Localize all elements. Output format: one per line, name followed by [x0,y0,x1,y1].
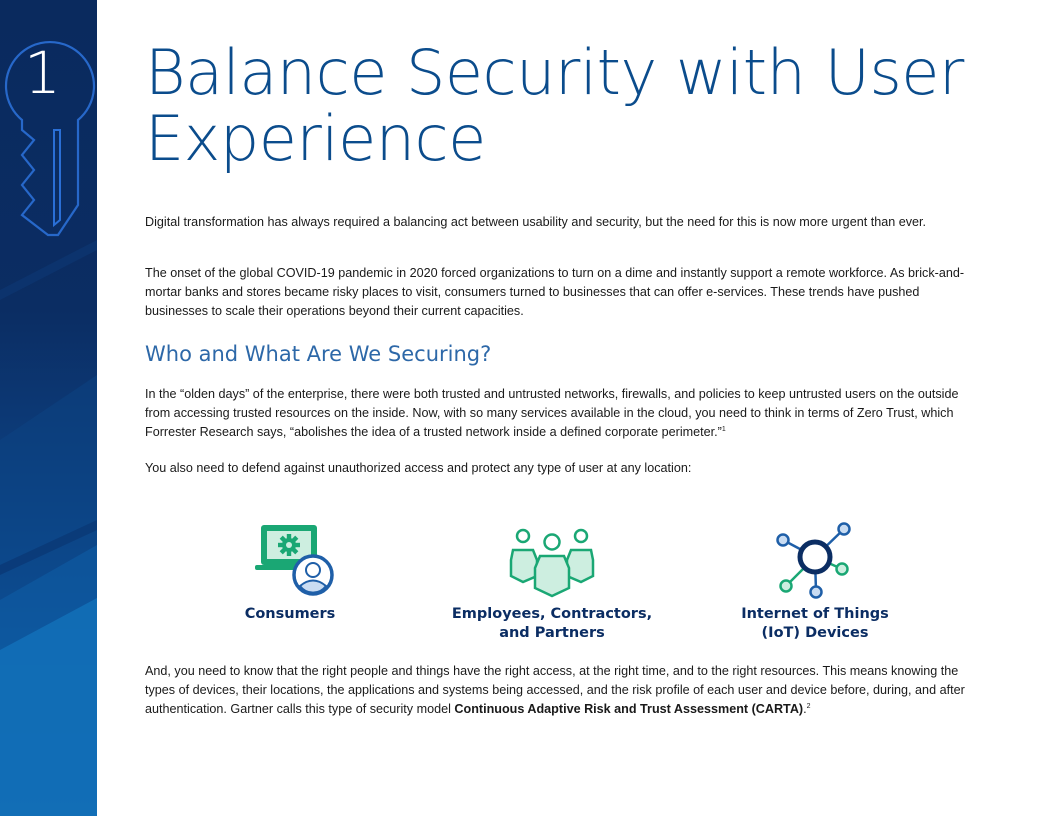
user-type-consumers: Consumers [200,520,380,624]
defend-paragraph: You also need to defend against unauthor… [145,461,692,475]
iot-label: Internet of Things (IoT) Devices [741,606,889,641]
sidebar-stripes [0,240,97,816]
user-type-employees: Employees, Contractors, and Partners [432,526,672,643]
network-hub-icon [776,522,851,599]
chapter-sidebar: 1 [0,0,97,816]
intro-paragraph-1: Digital transformation has always requir… [145,215,927,229]
zero-trust-text: In the “olden days” of the enterprise, t… [145,387,959,439]
chapter-number: 1 [24,39,61,107]
section-heading: Who and What Are We Securing? [145,342,492,366]
footnote-1: 1 [721,425,726,433]
zero-trust-paragraph: In the “olden days” of the enterprise, t… [145,385,980,442]
employees-label: Employees, Contractors, and Partners [451,606,653,641]
laptop-user-icon [255,525,334,596]
carta-text: And, you need to know that the right peo… [145,664,965,716]
page-title: Balance Security with User Experience [145,36,964,175]
footnote-2: 2 [806,702,811,710]
carta-term: Continuous Adaptive Risk and Trust Asses… [454,702,804,716]
people-group-icon [509,528,595,598]
carta-period: . [803,702,807,716]
consumers-label: Consumers [244,606,336,622]
carta-paragraph: And, you need to know that the right peo… [145,662,980,719]
intro-paragraph-2: The onset of the global COVID-19 pandemi… [145,266,965,318]
user-type-iot: Internet of Things (IoT) Devices [725,520,905,643]
key-icon [4,40,96,237]
